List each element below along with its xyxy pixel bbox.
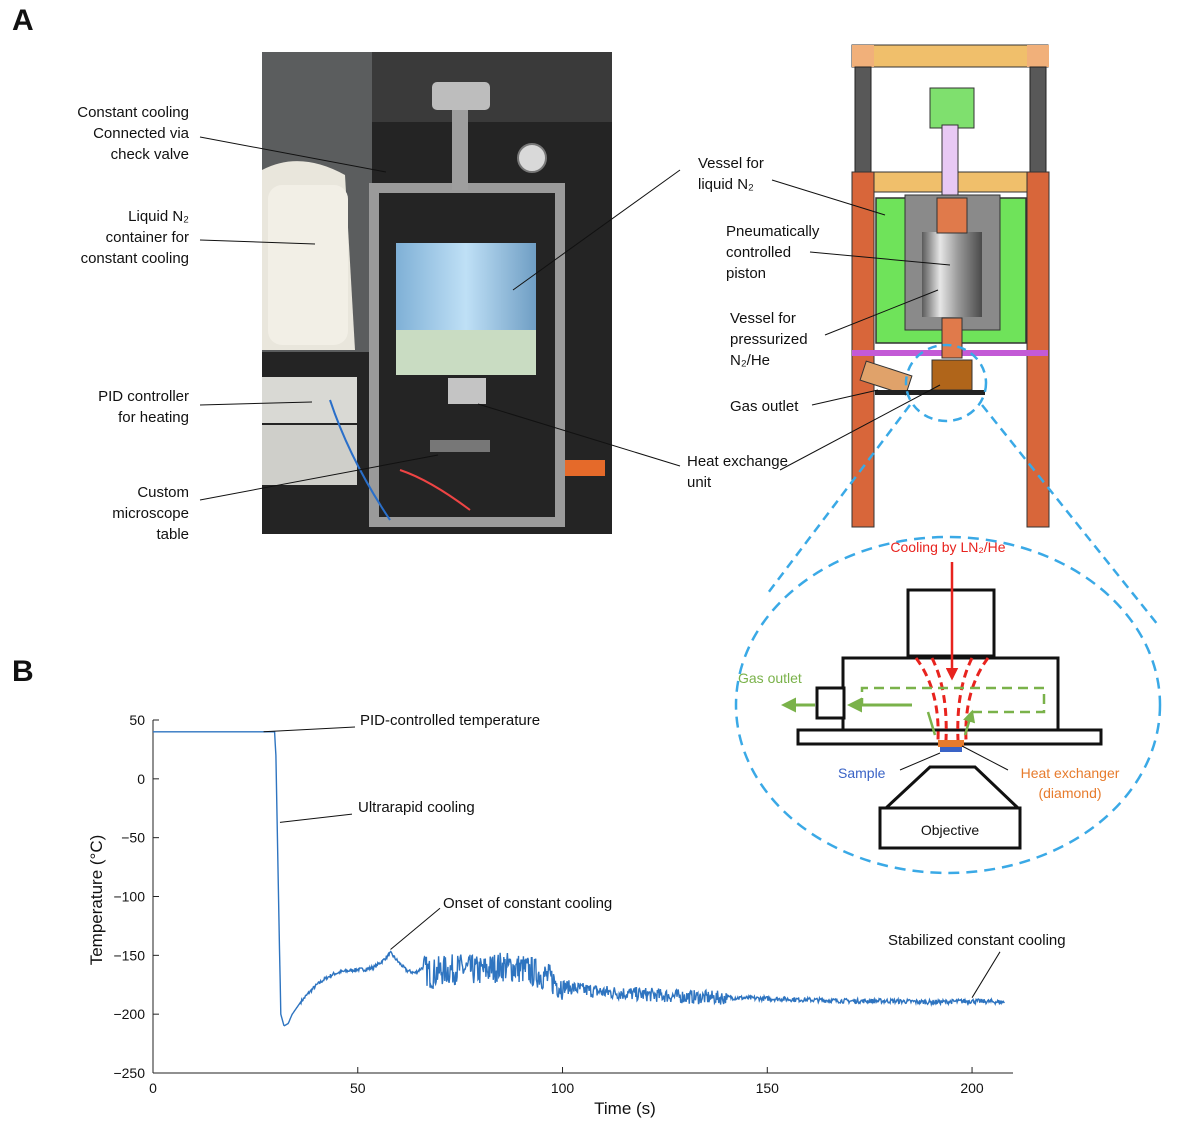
label-vessel-ln2: Vessel for liquid N₂ — [698, 153, 764, 195]
label-constant-cooling-line1: Constant cooling — [77, 104, 189, 121]
sample-marker — [940, 747, 962, 752]
label-vessel-pressurized-line1: Vessel for — [730, 310, 796, 327]
panel-label-b: B — [12, 655, 34, 688]
cad-drawing — [851, 44, 1050, 528]
inset-outlet-port — [815, 686, 846, 720]
inset-exchange-body — [841, 656, 1060, 732]
label-vessel-ln2-line2: liquid N₂ — [698, 176, 754, 193]
label-piston-line3: piston — [726, 265, 767, 282]
label-pid-controller-line1: PID controller — [98, 388, 189, 405]
label-heat-exchange-line1: Heat exchange — [687, 453, 788, 470]
x-tick-label: 50 — [350, 1080, 366, 1096]
x-tick-label: 100 — [551, 1080, 575, 1096]
annotation-leader — [279, 813, 353, 823]
label-vessel-ln2-line1: Vessel for — [698, 155, 764, 172]
inset-heat-exchanger-line2: (diamond) — [1038, 785, 1101, 801]
inset-gas-outlet-label: Gas outlet — [738, 670, 802, 686]
zoom-inset — [734, 343, 1162, 875]
chart-annotations — [263, 726, 1001, 998]
y-tick-label: −250 — [113, 1065, 145, 1081]
inset-sample-label: Sample — [838, 765, 886, 781]
label-vessel-pressurized-line2: pressurized — [730, 331, 808, 348]
inset-heat-exchanger-line1: Heat exchanger — [1021, 765, 1120, 781]
label-pid-controller: PID controller for heating — [98, 386, 189, 428]
annotation-leader — [390, 907, 441, 950]
temperature-trace — [153, 731, 1005, 1027]
label-microscope-table: Custom microscope table — [112, 482, 189, 545]
label-microscope-table-line2: microscope — [112, 505, 189, 522]
y-tick-label: 50 — [129, 712, 145, 728]
y-tick-label: −150 — [113, 947, 145, 963]
objective-cone — [882, 765, 1022, 810]
label-ln2-container-line3: constant cooling — [80, 250, 189, 267]
label-ln2-container-line2: container for — [105, 229, 189, 246]
y-tick-label: −100 — [113, 889, 145, 905]
annotation-leader — [263, 726, 356, 733]
annotation-pid: PID-controlled temperature — [360, 712, 540, 729]
label-heat-exchange: Heat exchange unit — [687, 451, 788, 493]
panel-label-a: A — [12, 4, 34, 37]
objective-body — [878, 806, 1022, 850]
heat-exchanger-diamond — [938, 740, 964, 747]
y-tick-label: −200 — [113, 1006, 145, 1022]
apparatus-photo — [262, 52, 612, 534]
label-gas-outlet: Gas outlet — [730, 398, 799, 415]
label-piston-line2: controlled — [726, 244, 792, 261]
chart-axes: 0 50 100 150 200 50 0 −50 −100 −150 −200 −250 — [113, 712, 1013, 1096]
inset-objective-label: Objective — [921, 822, 980, 838]
label-constant-cooling: Constant cooling Connected via check val… — [77, 102, 189, 165]
annotation-ultrarapid: Ultrarapid cooling — [358, 799, 475, 816]
label-microscope-table-line1: Custom — [137, 484, 189, 501]
label-vessel-pressurized-line3: N₂/He — [730, 352, 770, 369]
label-pid-controller-line2: for heating — [118, 409, 189, 426]
label-heat-exchange-line2: unit — [687, 474, 712, 491]
label-ln2-container: Liquid N₂ container for constant cooling — [81, 206, 189, 269]
annotation-leader — [971, 951, 1001, 998]
cad-leaders — [771, 179, 951, 471]
y-tick-label: 0 — [137, 771, 145, 787]
label-constant-cooling-line3: check valve — [110, 146, 189, 163]
label-piston: Pneumatically controlled piston — [726, 221, 819, 284]
chart-xlabel: Time (s) — [594, 1099, 656, 1118]
label-constant-cooling-line2: Connected via — [93, 125, 189, 142]
x-tick-label: 200 — [960, 1080, 984, 1096]
label-vessel-pressurized: Vessel for pressurized N₂/He — [730, 308, 808, 371]
photo-leaders — [199, 136, 681, 501]
label-piston-line1: Pneumatically — [726, 223, 820, 240]
x-tick-label: 0 — [149, 1080, 157, 1096]
label-microscope-table-line3: table — [156, 526, 189, 543]
y-tick-label: −50 — [121, 830, 145, 846]
temperature-chart: 0 50 100 150 200 50 0 −50 −100 −150 −200 −250 Time … — [87, 712, 1066, 1118]
annotation-onset: Onset of constant cooling — [443, 895, 612, 912]
annotation-stabilized: Stabilized constant cooling — [888, 932, 1066, 949]
x-tick-label: 150 — [756, 1080, 780, 1096]
inset-cooling-label: Cooling by LN₂/He — [890, 539, 1005, 555]
label-ln2-container-line1: Liquid N₂ — [128, 208, 189, 225]
chart-ylabel: Temperature (°C) — [87, 835, 106, 966]
